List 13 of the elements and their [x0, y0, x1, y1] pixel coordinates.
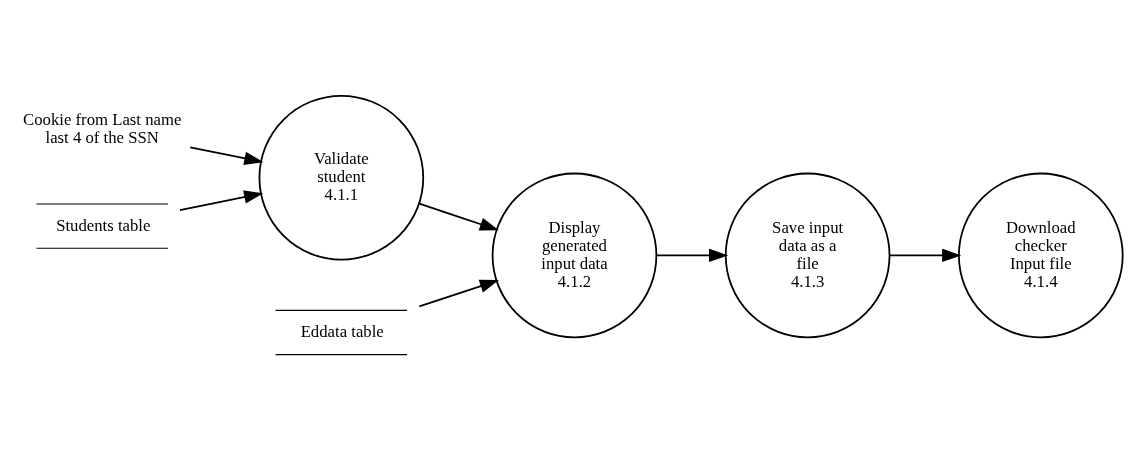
arrow	[418, 279, 499, 308]
node-circle: Download checker Input file 4.1.4	[958, 172, 1124, 339]
arrow	[189, 146, 264, 165]
node-circle: Display generated input data 4.1.2	[491, 172, 658, 339]
node-circle: Validate student 4.1.1	[258, 94, 425, 261]
arrow	[179, 190, 264, 211]
node-circle: Save input data as a file 4.1.3	[724, 172, 891, 339]
node-text: Eddata table	[300, 321, 384, 341]
arrow	[888, 248, 962, 263]
node-text: Students table	[56, 215, 151, 235]
node-text: Cookie from Last name last 4 of the SSN	[23, 110, 182, 148]
arrow	[655, 248, 729, 263]
arrow	[418, 202, 499, 231]
